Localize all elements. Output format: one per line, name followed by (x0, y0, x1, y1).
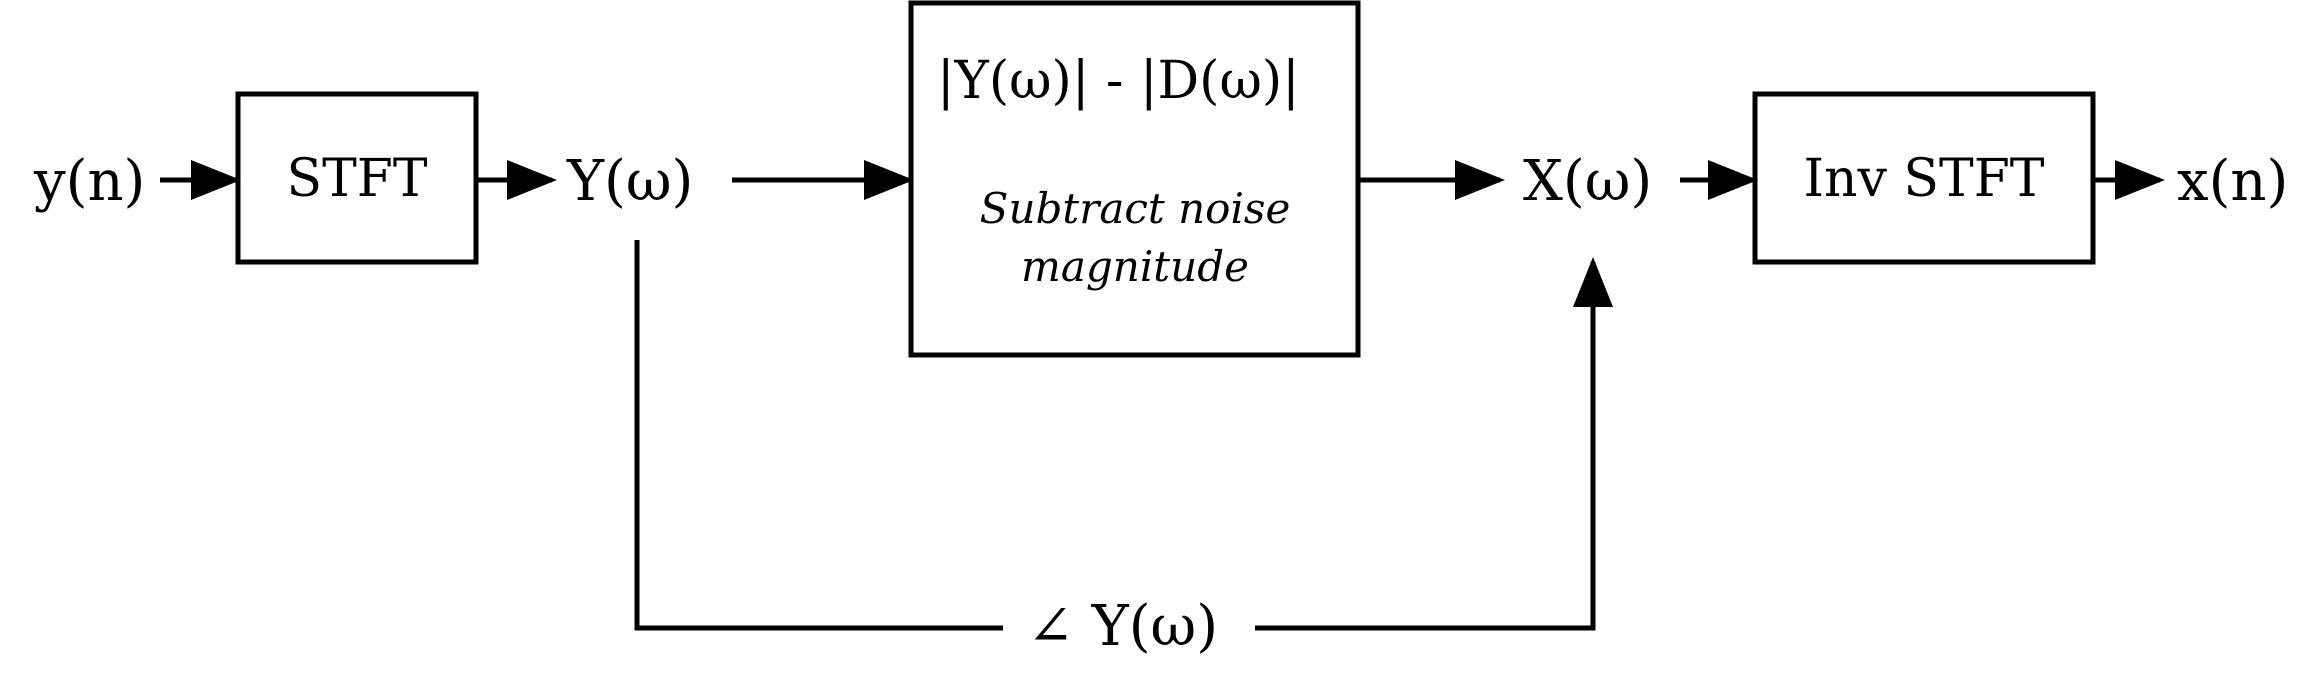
subtract-formula: |Y(ω)| - |D(ω)| (937, 51, 1300, 111)
subtract-caption-line1: Subtract noise (980, 184, 1291, 233)
phase-path-right (1255, 257, 1613, 631)
spectrum-label: Y(ω) (566, 149, 693, 214)
subtract-noise-block (908, 0, 1361, 358)
inverse-stft-block-label: Inv STFT (1803, 149, 2044, 209)
stft-block-label: STFT (286, 149, 427, 209)
phase-label: ∠ Y(ω) (1027, 594, 1218, 659)
phase-path-left (634, 240, 1003, 631)
input-signal-label: y(n) (33, 149, 145, 214)
subtract-caption-line2: magnitude (1021, 242, 1249, 291)
inverse-stft-block (1752, 91, 2096, 265)
output-signal-label: x(n) (2177, 149, 2288, 214)
clean-spectrum-label: X(ω) (1523, 149, 1652, 214)
